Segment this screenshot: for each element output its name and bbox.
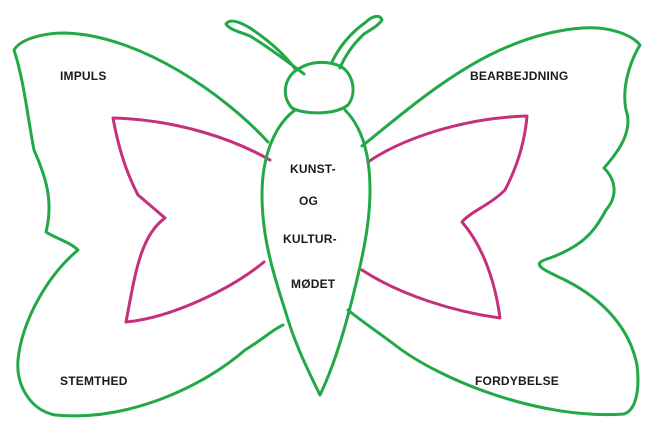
butterfly-body <box>262 110 370 395</box>
wing-label-impuls: IMPULS <box>60 69 107 83</box>
outer-wings <box>14 28 640 416</box>
body-label-line-4: MØDET <box>291 277 335 291</box>
inner-wing-right <box>362 116 527 318</box>
outer-wing-left <box>14 33 283 416</box>
inner-wing-left <box>113 118 270 322</box>
inner-wings <box>113 116 527 322</box>
outer-wing-right <box>348 28 640 415</box>
antenna-left <box>226 21 304 74</box>
body-label-line-2: OG <box>299 194 318 208</box>
body-label-line-3: KULTUR- <box>283 232 337 246</box>
antenna-right <box>332 16 382 68</box>
wing-label-bearbejdning: BEARBEJDNING <box>470 69 568 83</box>
body-label-line-1: KUNST- <box>290 162 336 176</box>
wing-label-fordybelse: FORDYBELSE <box>475 374 559 388</box>
wing-label-stemthed: STEMTHED <box>60 374 128 388</box>
